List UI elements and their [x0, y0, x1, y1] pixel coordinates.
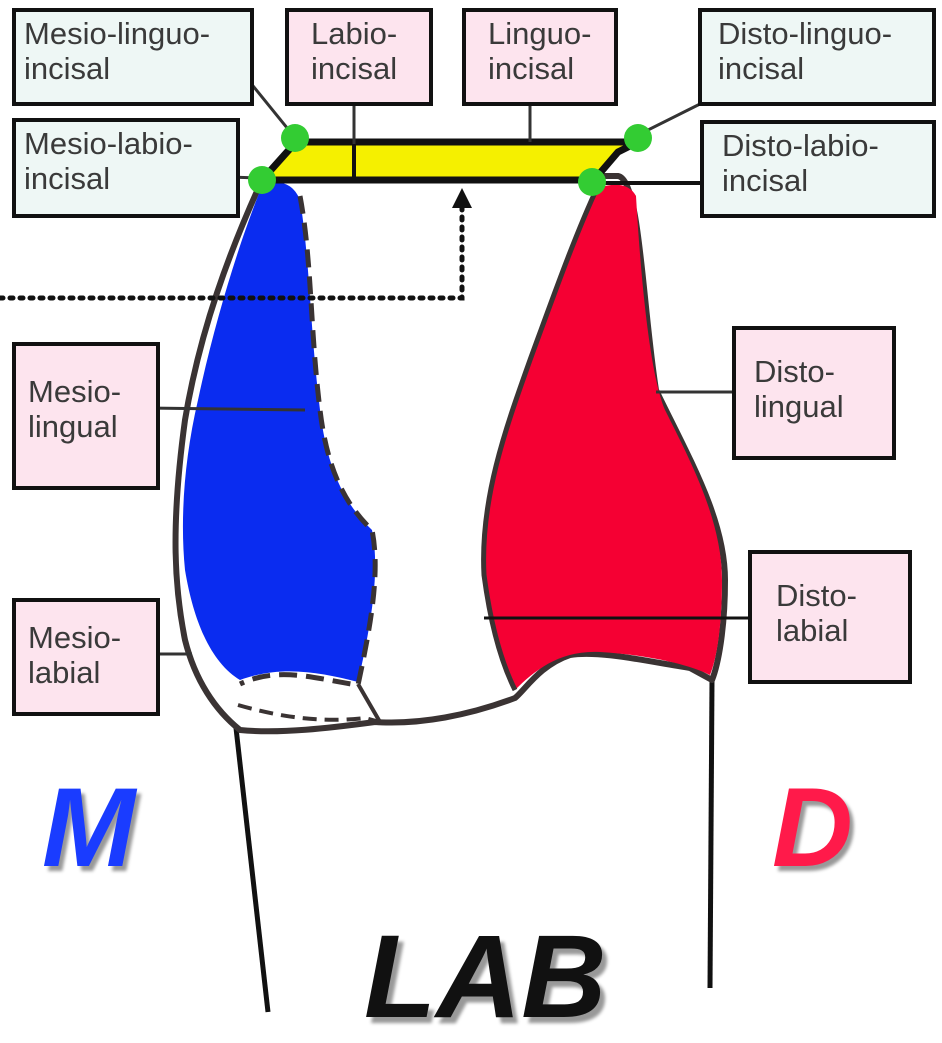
distal-root-line: [707, 679, 715, 989]
label-line1: Mesio-: [28, 374, 122, 409]
label-line2: incisal: [24, 51, 111, 86]
label-disto-labial: Disto- labial: [748, 550, 912, 684]
label-line2: incisal: [24, 161, 111, 196]
label-line1: Linguo-: [488, 16, 592, 51]
label-line1: Disto-: [776, 578, 857, 613]
mesial-lower-dashed: [237, 703, 381, 724]
label-labio-incisal: Labio- incisal: [285, 8, 433, 106]
point-disto-linguo-incisal: [624, 124, 652, 152]
point-mesio-labio-incisal: [248, 166, 276, 194]
label-line2: labial: [28, 655, 101, 690]
label-line2: labial: [776, 613, 849, 648]
label-line1: Disto-labio-: [722, 128, 879, 163]
leader-mesio-lingual: [145, 406, 306, 412]
dotted-pointer-line: [0, 203, 465, 301]
label-line2: incisal: [488, 51, 575, 86]
label-line1: Mesio-labio-: [24, 126, 193, 161]
point-mesio-linguo-incisal: [281, 124, 309, 152]
label-disto-labio-incisal: Disto-labio- incisal: [700, 120, 936, 218]
label-linguo-incisal: Linguo- incisal: [462, 8, 618, 106]
label-line1: Disto-: [754, 354, 835, 389]
label-mesio-labio-incisal: Mesio-labio- incisal: [12, 118, 240, 218]
label-line1: Labio-: [311, 16, 398, 51]
label-disto-lingual: Disto- lingual: [732, 326, 896, 460]
mesial-surface: [182, 182, 376, 682]
mesial-letter: M: [42, 765, 136, 890]
label-mesio-labial: Mesio- labial: [12, 598, 160, 716]
label-line1: Disto-linguo-: [718, 16, 893, 51]
mesial-dashed-border: [238, 195, 378, 688]
label-line2: incisal: [722, 163, 809, 198]
label-line1: Mesio-: [28, 620, 122, 655]
distal-letter: D: [772, 765, 853, 890]
label-line2: lingual: [754, 389, 844, 424]
mesial-root-line: [233, 727, 271, 1013]
label-mesio-lingual: Mesio- lingual: [12, 342, 160, 490]
mesial-inner-line: [356, 682, 382, 724]
dotted-pointer-arrowhead: [452, 188, 472, 208]
distal-surface: [483, 184, 722, 690]
leader-disto-linguo-incisal: [639, 98, 709, 136]
label-line2: lingual: [28, 409, 118, 444]
label-mesio-linguo-incisal: Mesio-linguo- incisal: [12, 8, 254, 106]
point-disto-labio-incisal: [578, 168, 606, 196]
label-line1: Mesio-linguo-: [24, 16, 211, 51]
label-disto-linguo-incisal: Disto-linguo- incisal: [698, 8, 936, 106]
view-label-lab: LAB: [364, 911, 607, 1043]
distal-outline-stroke: [481, 184, 601, 692]
label-line2: incisal: [311, 51, 398, 86]
label-line2: incisal: [718, 51, 805, 86]
